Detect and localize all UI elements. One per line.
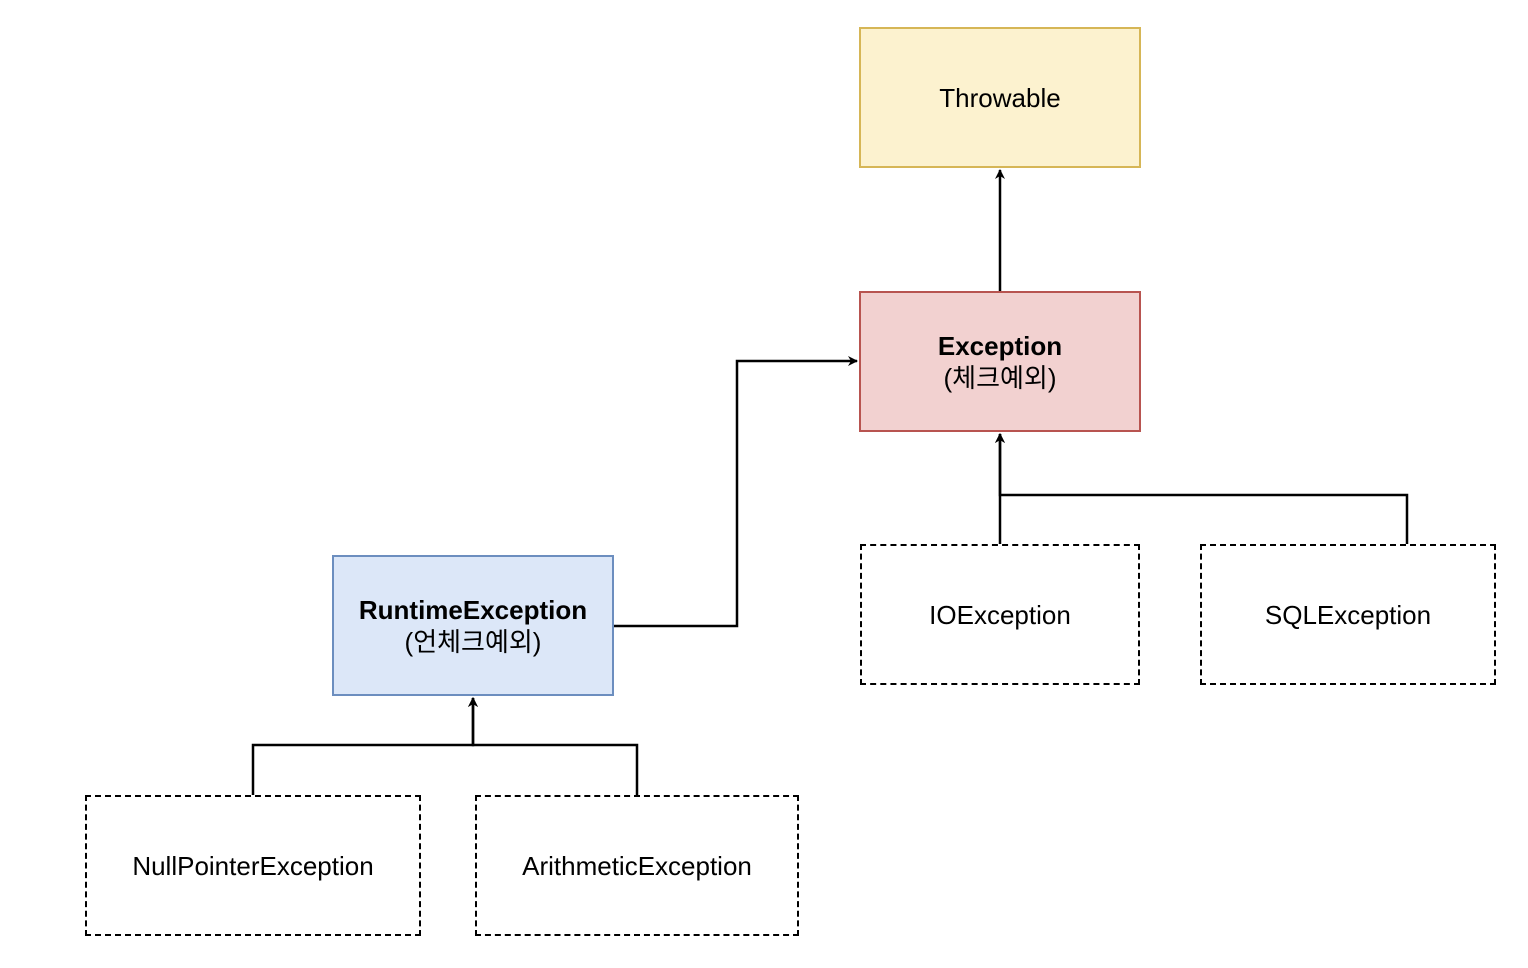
exception-sublabel: (체크예외)	[943, 362, 1057, 393]
throwable-node: Throwable	[859, 27, 1141, 168]
runtime-exception-sublabel: (언체크예외)	[404, 626, 542, 657]
runtime-exception-label: RuntimeException	[358, 594, 588, 625]
throwable-label: Throwable	[939, 82, 1061, 113]
edge-null-pointer-exception-to-runtime-exception	[251, 697, 478, 795]
edge-sql-exception-to-exception	[995, 433, 1409, 544]
null-pointer-exception-label: NullPointerException	[132, 850, 374, 881]
arithmetic-exception-node: ArithmeticException	[475, 795, 799, 936]
edge-arithmetic-exception-to-runtime-exception	[468, 697, 639, 795]
io-exception-label: IOException	[929, 599, 1071, 630]
exception-label: Exception	[937, 330, 1063, 361]
null-pointer-exception-node: NullPointerException	[85, 795, 421, 936]
io-exception-node: IOException	[860, 544, 1140, 685]
sql-exception-node: SQLException	[1200, 544, 1496, 685]
arithmetic-exception-label: ArithmeticException	[522, 850, 752, 881]
edge-runtime-exception-to-exception	[614, 356, 858, 628]
runtime-exception-node: RuntimeException (언체크예외)	[332, 555, 614, 696]
exception-node: Exception (체크예외)	[859, 291, 1141, 432]
sql-exception-label: SQLException	[1264, 599, 1432, 630]
